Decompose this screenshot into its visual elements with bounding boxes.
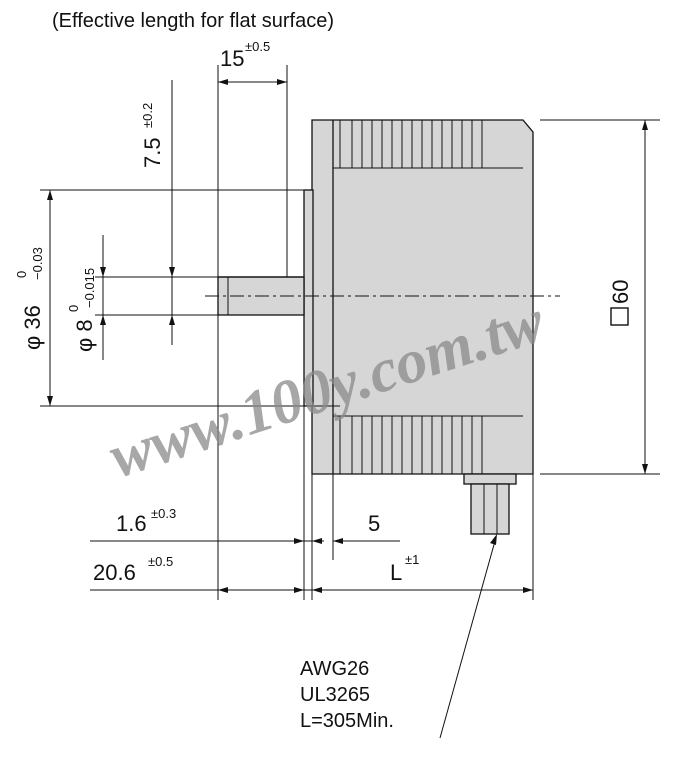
square-symbol-icon <box>610 307 629 326</box>
lead-wire-standard: UL3265 <box>300 684 370 706</box>
lead-wire-gauge: AWG26 <box>300 658 369 680</box>
body-length-tol: ±1 <box>405 552 419 567</box>
dim-flat-length: 15 ±0.5 <box>217 39 288 600</box>
pilot-height-value: 1.6 <box>116 511 147 536</box>
lead-wire-length: L=305Min. <box>300 710 394 732</box>
body-length-value: L <box>390 560 402 585</box>
pilot-dia-prefix: φ 36 <box>20 305 45 350</box>
motor-fins <box>333 120 523 474</box>
lead-wire-callout: AWG26 UL3265 L=305Min. <box>300 534 497 739</box>
shaft-length-value: 20.6 <box>93 560 136 585</box>
flat-offset-tol: ±0.2 <box>140 103 155 128</box>
flat-offset-value: 7.5 <box>140 137 165 168</box>
flange-value: 5 <box>368 511 380 536</box>
shaft-dia-upper: 0 <box>66 305 81 312</box>
dim-shaft-dia: φ 8 0 −0.015 <box>66 235 106 360</box>
flat-length-tol: ±0.5 <box>245 39 270 54</box>
pilot-dia-lower: −0.03 <box>30 247 45 280</box>
dim-flat-offset: 7.5 ±0.2 <box>95 80 218 345</box>
dim-bottom: 1.6 ±0.3 5 20.6 ±0.5 L ±1 <box>90 406 534 600</box>
shaft-dia-prefix: φ 8 <box>72 319 97 352</box>
shaft-length-tol: ±0.5 <box>148 554 173 569</box>
header-note: (Effective length for flat surface) <box>52 10 334 32</box>
dim-square: 60 <box>540 119 660 475</box>
square-value: 60 <box>608 280 633 304</box>
flat-length-value: 15 <box>220 46 244 71</box>
pilot-height-tol: ±0.3 <box>151 506 176 521</box>
lead-exit <box>463 473 517 535</box>
shaft-dia-lower: −0.015 <box>82 268 97 308</box>
pilot-dia-upper: 0 <box>14 271 29 278</box>
dim-pilot-dia: φ 36 0 −0.03 <box>14 189 340 407</box>
